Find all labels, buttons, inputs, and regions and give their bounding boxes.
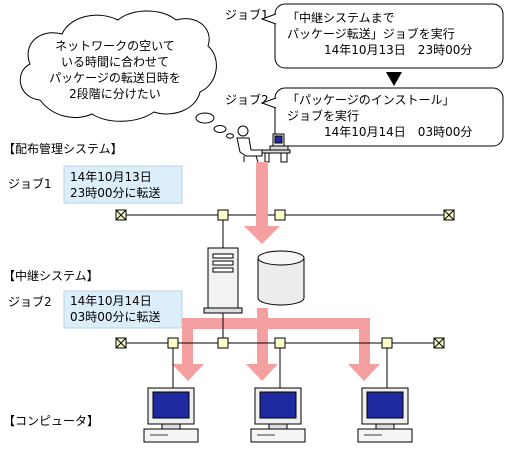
disk-storage-icon: [257, 250, 305, 306]
connector-node-icon: [381, 337, 393, 349]
job1-line-1: 「中継システムまで: [287, 10, 395, 25]
bubble-line-1: ネットワークの空いて: [55, 39, 175, 53]
job1-line-2: パッケージ転送」ジョブを実行: [287, 26, 455, 41]
computer-icon: [357, 387, 413, 443]
computer-icon: [250, 387, 306, 443]
job2-callout: 「パッケージのインストール」 ジョブを実行 14年10月14日 03時00分: [260, 87, 504, 147]
section-relay: 【中継システム】: [3, 268, 99, 283]
transfer2-line-2: 03時00分に転送: [70, 309, 161, 324]
transfer2-label: ジョブ2: [8, 294, 52, 309]
connector-node-icon: [217, 337, 229, 349]
transfer2-line-1: 14年10月14日: [70, 294, 152, 308]
connector-node-icon: [274, 337, 286, 349]
relay-server-icon: [203, 247, 243, 314]
job2-label: ジョブ2: [225, 92, 269, 107]
network-bus-1: [115, 209, 455, 262]
transfer-arrow-1: [244, 162, 280, 244]
transfer2-note: 14年10月14日 03時00分に転送: [63, 290, 183, 329]
transfer1-note: 14年10月13日 23時00分に転送: [63, 165, 183, 204]
job2-line-3: 14年10月14日 03時00分: [324, 125, 472, 139]
transfer-arrow-2: [172, 308, 380, 381]
job2-line-2: ジョブを実行: [287, 108, 359, 123]
bubble-line-3: パッケージの転送日時を: [49, 70, 181, 85]
thought-bubble: ネットワークの空いて いる時間に合わせて パッケージの転送日時を 2段階に分けた…: [19, 10, 234, 139]
operator-icon: [236, 125, 291, 163]
network-bus-2: [115, 313, 445, 392]
connector-node-icon: [167, 337, 179, 349]
transfer1-line-2: 23時00分に転送: [70, 185, 161, 200]
connector-node-icon: [274, 209, 286, 221]
transfer1-line-1: 14年10月13日: [70, 170, 152, 184]
job1-line-3: 14年10月13日 23時00分: [324, 43, 472, 57]
section-distribution: 【配布管理システム】: [3, 141, 123, 156]
job1-label: ジョブ1: [225, 7, 269, 22]
bubble-line-4: 2段階に分けたい: [69, 86, 161, 101]
job2-line-1: 「パッケージのインストール」: [287, 93, 455, 107]
sequence-arrow-icon: [386, 72, 402, 86]
connector-node-icon: [217, 209, 229, 221]
transfer1-label: ジョブ1: [8, 176, 52, 191]
job1-callout: 「中継システムまで パッケージ転送」ジョブを実行 14年10月13日 23時00…: [260, 3, 504, 69]
computer-icon: [143, 387, 199, 443]
bubble-line-2: いる時間に合わせて: [61, 54, 169, 69]
section-computers: 【コンピュータ】: [3, 414, 99, 428]
